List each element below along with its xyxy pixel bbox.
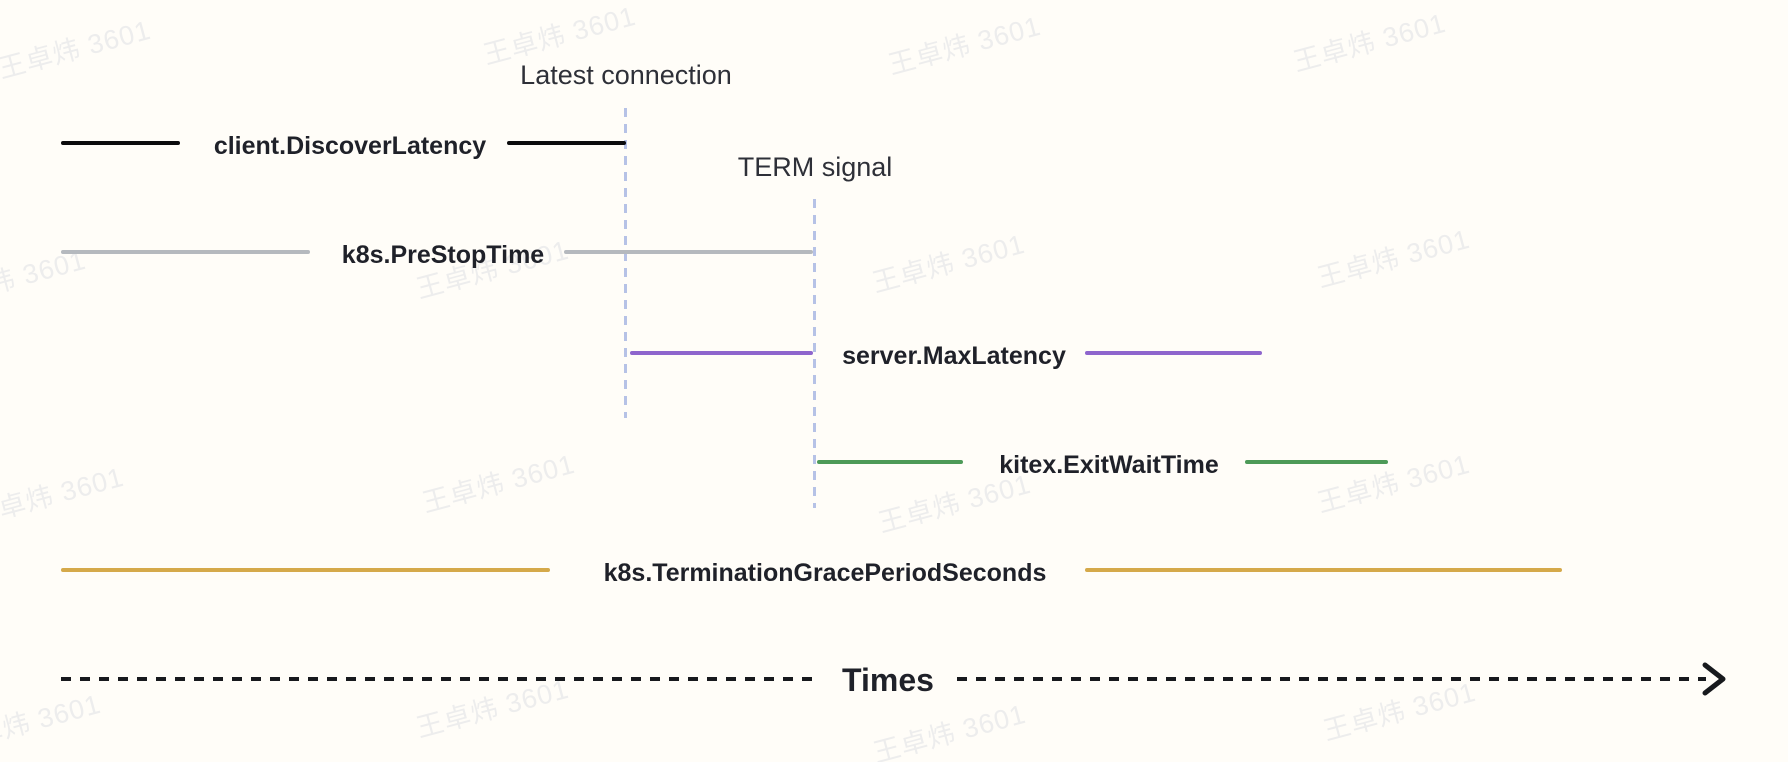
watermark: 王卓炜 3601: [1314, 448, 1474, 519]
watermark: 王卓炜 3601: [1320, 676, 1480, 747]
kitex-exit-wait-time-line-left: [817, 460, 963, 464]
term-signal-label: TERM signal: [737, 152, 893, 182]
watermark: 王卓炜 3601: [0, 244, 90, 315]
time-axis-arrowhead-icon: [1702, 662, 1726, 696]
k8s-termination-grace-period-seconds-line-left: [61, 568, 550, 572]
k8s-termination-grace-period-seconds-line-right: [1085, 568, 1562, 572]
k8s-prestop-time-label: k8s.PreStopTime: [341, 241, 545, 269]
watermark: 王卓炜 3601: [413, 673, 573, 744]
latest-connection-label: Latest connection: [520, 60, 732, 90]
watermark: 王卓炜 3601: [869, 228, 1029, 299]
kitex-exit-wait-time-label: kitex.ExitWaitTime: [999, 451, 1219, 479]
time-axis-line-left: [61, 677, 817, 681]
watermark: 王卓炜 3601: [1290, 7, 1450, 78]
server-max-latency-label: server.MaxLatency: [842, 342, 1066, 370]
time-axis-line-right: [957, 677, 1706, 681]
term-signal-guide-line: [813, 199, 816, 508]
watermark: 王卓炜 3601: [885, 10, 1045, 81]
watermark: 王卓炜 3601: [0, 14, 155, 85]
client-discover-latency-label: client.DiscoverLatency: [213, 132, 487, 160]
client-discover-latency-line-left: [61, 141, 180, 145]
watermark: 王卓炜 3601: [0, 688, 105, 759]
k8s-prestop-time-line-left: [61, 250, 310, 254]
client-discover-latency-line-right: [507, 141, 626, 145]
k8s-prestop-time-line-right: [564, 250, 813, 254]
server-max-latency-line-right: [1085, 351, 1262, 355]
kitex-exit-wait-time-line-right: [1245, 460, 1388, 464]
watermark: 王卓炜 3601: [419, 448, 579, 519]
watermark: 王卓炜 3601: [0, 461, 128, 532]
watermark: 王卓炜 3601: [1314, 223, 1474, 294]
k8s-termination-grace-period-seconds-label: k8s.TerminationGracePeriodSeconds: [603, 559, 1047, 587]
latest-connection-guide-line: [624, 108, 627, 418]
server-max-latency-line-left: [630, 351, 813, 355]
time-axis-label: Times: [842, 662, 934, 698]
